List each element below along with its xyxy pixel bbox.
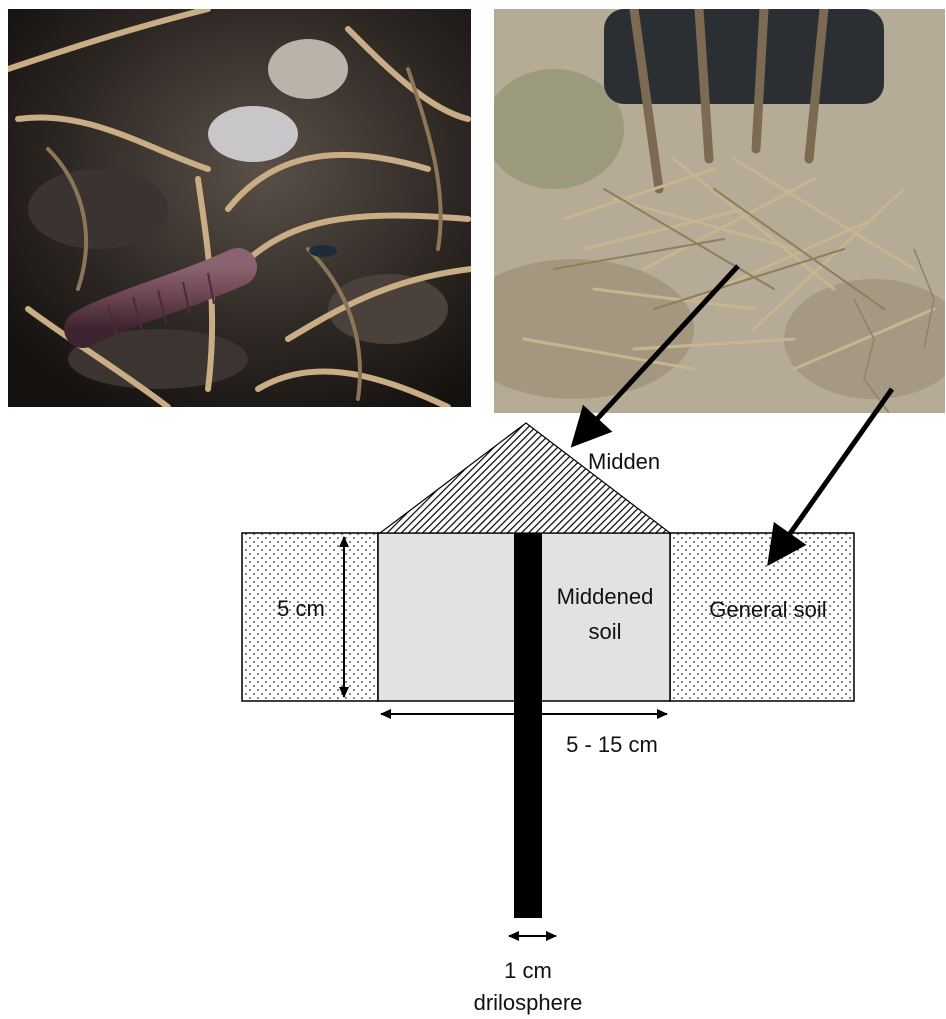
- midden-pointer-arrow: [574, 266, 738, 444]
- drilosphere-label: drilosphere: [474, 990, 583, 1015]
- middened-soil-label-line1: Middened: [557, 584, 654, 609]
- midden-label: Midden: [588, 449, 660, 474]
- middened-soil-label-line2: soil: [588, 619, 621, 644]
- width-label: 5 - 15 cm: [566, 732, 658, 757]
- midden-mound: [380, 423, 670, 533]
- burrow: [514, 533, 542, 918]
- general-soil-label: General soil: [709, 597, 826, 622]
- depth-label: 5 cm: [277, 596, 325, 621]
- burrow-width-label: 1 cm: [504, 958, 552, 983]
